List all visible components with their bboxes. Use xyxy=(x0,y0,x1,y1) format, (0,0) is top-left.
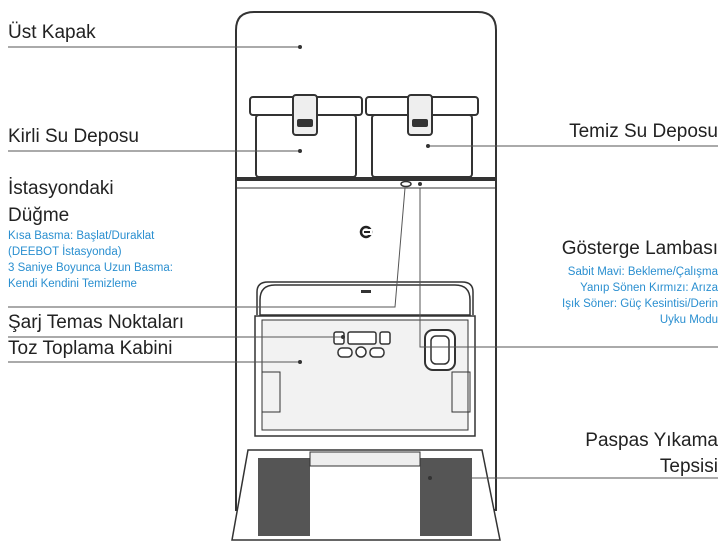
leader-dots xyxy=(298,45,432,480)
dust-bin-shape xyxy=(259,284,471,316)
label-station-button-2: Düğme xyxy=(8,205,70,226)
indicator-desc-1: Sabit Mavi: Bekleme/Çalışma xyxy=(567,266,718,278)
station-button-desc-2: (DEEBOT İstasyonda) xyxy=(8,246,122,258)
indicator-desc-2: Yanıp Sönen Kırmızı: Arıza xyxy=(580,282,718,294)
indicator-desc-4: Uyku Modu xyxy=(659,314,718,326)
label-dust-bin: Toz Toplama Kabini xyxy=(8,338,173,359)
leader-lines xyxy=(8,46,718,479)
indicator-light-shape xyxy=(418,182,422,186)
mop-washing-tray xyxy=(231,449,501,541)
label-top-cover: Üst Kapak xyxy=(8,22,96,43)
indicator-desc-3: Işık Söner: Güç Kesintisi/Derin xyxy=(562,298,718,310)
base-section xyxy=(254,315,476,437)
station-button-desc-4: Kendi Kendini Temizleme xyxy=(8,278,137,290)
label-clean-water-tank: Temiz Su Deposu xyxy=(569,121,718,142)
label-charging-contacts: Şarj Temas Noktaları xyxy=(8,312,184,333)
label-station-button-1: İstasyondaki xyxy=(8,178,114,199)
ecovacs-logo-icon xyxy=(359,225,373,239)
station-button-shape xyxy=(400,180,412,188)
label-mop-tray-1: Paspas Yıkama xyxy=(585,430,718,451)
label-indicator-light: Gösterge Lambası xyxy=(561,238,718,259)
station-button-desc-3: 3 Saniye Boyunca Uzun Basma: xyxy=(8,262,173,274)
label-mop-tray-2: Tepsisi xyxy=(659,456,718,477)
label-dirty-water-tank: Kirli Su Deposu xyxy=(8,126,139,147)
station-button-desc-1: Kısa Basma: Başlat/Duraklat xyxy=(8,230,155,242)
dirty-water-tank xyxy=(249,94,363,178)
clean-water-tank xyxy=(365,94,479,178)
